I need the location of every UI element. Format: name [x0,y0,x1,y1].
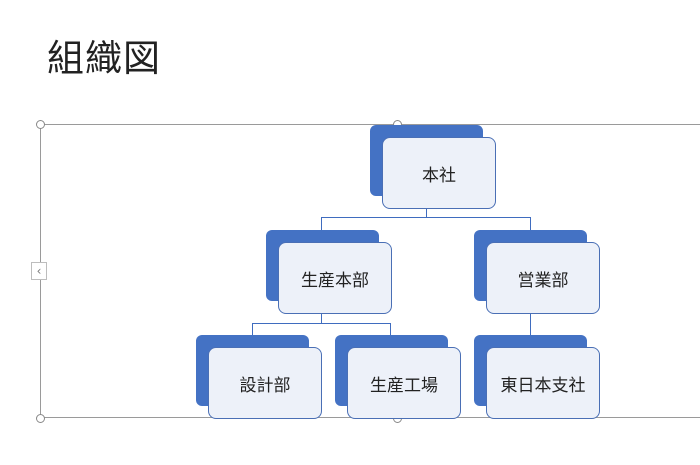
org-node-production-division[interactable]: 生産本部 [266,230,392,314]
node-label[interactable]: 設計部 [208,347,322,419]
node-label[interactable]: 生産本部 [278,242,392,314]
org-node-east-japan-branch[interactable]: 東日本支社 [474,335,600,419]
node-label[interactable]: 東日本支社 [486,347,600,419]
node-label[interactable]: 生産工場 [347,347,461,419]
connector-level1-bar [321,217,531,218]
connector-level2-bar [252,323,391,324]
connector-sales-to-east [530,314,531,335]
connector-to-design [252,323,253,335]
text-pane-toggle[interactable]: ‹ [31,262,47,280]
org-node-sales-department[interactable]: 営業部 [474,230,600,314]
connector-root-down [426,208,427,217]
resize-handle-bottom-left[interactable] [36,414,45,423]
connector-to-sales [530,217,531,230]
node-label[interactable]: 本社 [382,137,496,209]
connector-production-down [321,314,322,323]
connector-to-factory [390,323,391,335]
node-label[interactable]: 営業部 [486,242,600,314]
org-node-headquarters[interactable]: 本社 [370,125,496,209]
connector-to-production [321,217,322,230]
chevron-left-icon: ‹ [36,264,42,278]
resize-handle-top-left[interactable] [36,120,45,129]
org-node-design-department[interactable]: 設計部 [196,335,322,419]
org-node-production-factory[interactable]: 生産工場 [335,335,461,419]
slide-title[interactable]: 組織図 [47,37,161,80]
